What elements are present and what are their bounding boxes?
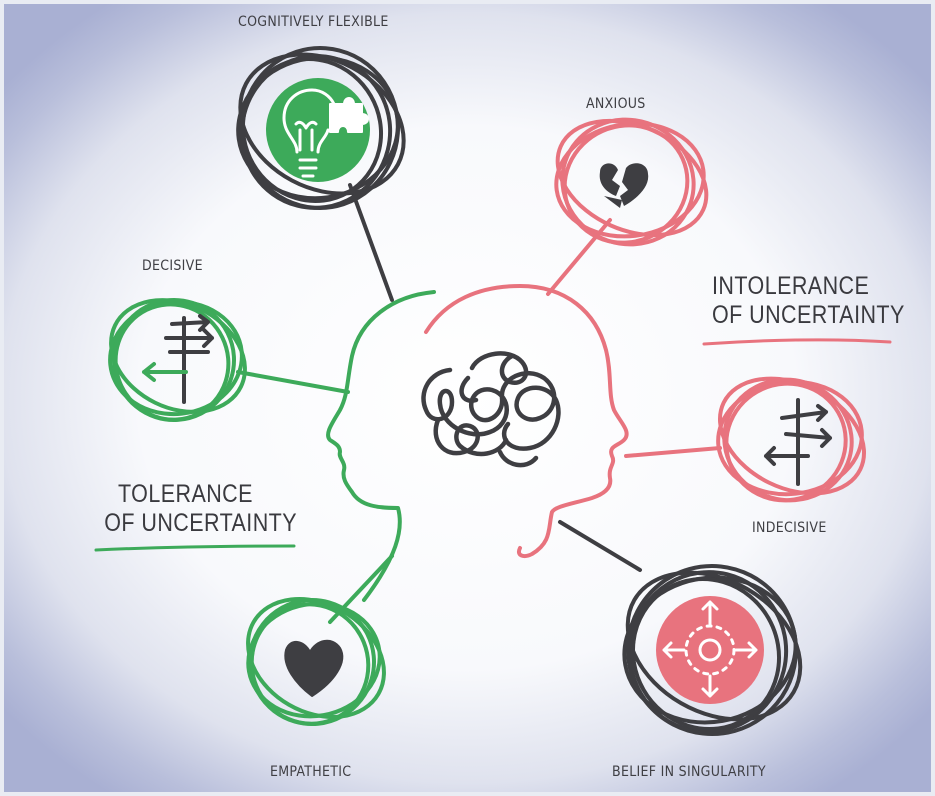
signpost-icon [164, 314, 214, 404]
intolerance-heading: INTOLERANCE OF UNCERTAINTY [712, 272, 905, 330]
node-empathetic [246, 596, 386, 726]
green-head-profile [326, 290, 436, 602]
connector-decisive [236, 370, 350, 394]
label-belief-in-singularity: BELIEF IN SINGULARITY [612, 764, 766, 780]
red-scribble-circle [716, 376, 867, 503]
lightbulb-puzzle-icon [282, 88, 336, 178]
label-cognitively-flexible: COGNITIVELY FLEXIBLE [238, 14, 389, 30]
intolerance-heading-line1: INTOLERANCE [712, 272, 870, 300]
broken-heart-icon [599, 163, 649, 208]
intolerance-heading-line2: OF UNCERTAINTY [712, 301, 905, 329]
node-belief-in-singularity [622, 564, 803, 736]
intolerance-underline [702, 338, 892, 346]
dark-scribble-circle [622, 564, 803, 736]
green-arrow-icon [142, 362, 188, 382]
dark-scribble-circle [236, 46, 406, 210]
tolerance-heading-line1: TOLERANCE [118, 480, 253, 508]
tolerance-heading: TOLERANCE OF UNCERTAINTY [104, 480, 297, 538]
node-decisive [108, 298, 247, 422]
puzzle-piece-icon [329, 97, 369, 133]
heart-icon [284, 639, 344, 697]
node-anxious [554, 117, 709, 247]
connector-cognitively-flexible [348, 183, 394, 302]
label-anxious: ANXIOUS [586, 96, 646, 112]
signpost-icon [764, 398, 832, 486]
green-scribble-circle [108, 298, 247, 422]
tolerance-heading-line2: OF UNCERTAINTY [104, 509, 298, 537]
label-indecisive: INDECISIVE [752, 520, 827, 536]
connector-anxious [546, 218, 612, 296]
red-head-profile [424, 284, 629, 558]
green-scribble-circle [246, 596, 386, 726]
connector-indecisive [624, 446, 722, 458]
brain-scribble-icon [421, 351, 561, 468]
label-decisive: DECISIVE [142, 258, 203, 274]
label-empathetic: EMPATHETIC [270, 764, 352, 780]
node-indecisive [716, 376, 867, 503]
node-cognitively-flexible [236, 46, 406, 210]
target-arrows-icon [662, 600, 758, 698]
connector-belief [558, 520, 642, 572]
red-scribble-circle [554, 117, 709, 247]
connector-lines [236, 183, 722, 624]
tolerance-underline [94, 544, 296, 552]
